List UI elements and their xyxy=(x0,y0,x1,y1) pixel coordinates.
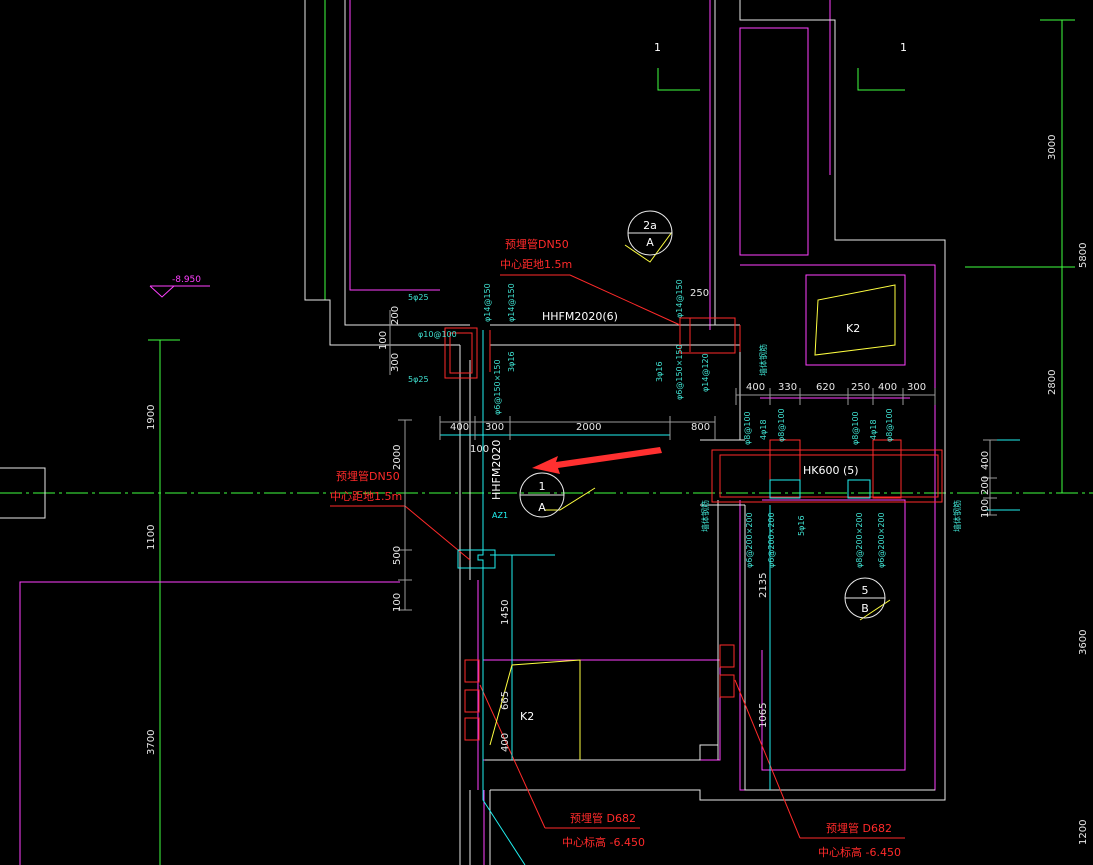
level-mark: -8.950 xyxy=(149,275,210,298)
dim-100b: 100 xyxy=(470,444,489,455)
label-hhfm-vert: HHFM2020 xyxy=(490,440,503,500)
dim-400c: 400 xyxy=(878,382,897,393)
dim-500: 500 xyxy=(392,546,403,565)
rebar-wall-left: 墙体钢筋 xyxy=(700,500,710,532)
dim-1900: 1900 xyxy=(146,405,157,430)
dim-3000: 3000 xyxy=(1047,135,1058,160)
dim-100d: 100 xyxy=(980,499,991,518)
rebar-r16: 4φ18 xyxy=(869,419,878,440)
note-pipe-bot-left-2: 中心标高 -6.450 xyxy=(562,835,645,849)
note-pipe-top-2: 中心距地1.5m xyxy=(500,258,572,271)
dim-330: 330 xyxy=(778,382,797,393)
note-pipe-bot-right-2: 中心标高 -6.450 xyxy=(818,845,901,859)
rebar-r21: φ8@200×200 xyxy=(855,512,864,568)
dim-100a: 100 xyxy=(378,331,389,350)
rebar-wall-right: 墙体钢筋 xyxy=(952,500,962,532)
rebar-r14: φ8@100 xyxy=(777,408,786,442)
dim-3700: 3700 xyxy=(146,730,157,755)
callout-top-num: 2a xyxy=(643,219,657,232)
callout-middle-num: 1 xyxy=(539,480,546,493)
dim-300b: 300 xyxy=(485,422,504,433)
dim-100c: 100 xyxy=(392,593,403,612)
rebar-r1: 5φ25 xyxy=(408,293,429,302)
callout-right-num: 5 xyxy=(862,584,869,597)
structural-walls xyxy=(0,0,946,865)
detail-callout-middle: 1 A xyxy=(519,472,565,518)
rebar-r7: φ6@150×150 xyxy=(493,359,502,415)
room-symbols xyxy=(489,231,896,760)
dim-3600: 3600 xyxy=(1078,630,1089,655)
cyan-details xyxy=(440,330,1020,865)
rebar-r15: φ8@100 xyxy=(851,411,860,445)
rebar-r3: φ10@100 xyxy=(418,330,457,339)
pointer-arrow xyxy=(532,447,662,474)
dim-200b: 200 xyxy=(980,476,991,495)
rebar-r8: φ14@150 xyxy=(675,279,684,318)
dim-2000a: 2000 xyxy=(576,422,601,433)
dim-2135: 2135 xyxy=(758,573,769,598)
dim-250a: 250 xyxy=(690,288,709,299)
rebar-r18: φ6@200×200 xyxy=(745,512,754,568)
rebar-wall-mid: 墙体钢筋 xyxy=(758,344,768,376)
dim-5800: 5800 xyxy=(1078,243,1089,268)
dim-2800: 2800 xyxy=(1047,370,1058,395)
detail-callout-right: 5 B xyxy=(844,577,886,619)
dim-400d: 400 xyxy=(500,733,511,752)
callout-middle-letter: A xyxy=(538,501,546,514)
dim-400b: 400 xyxy=(746,382,765,393)
dim-400a: 400 xyxy=(450,422,469,433)
room-label-k2-left: K2 xyxy=(520,710,534,723)
rebar-r6: 3φ16 xyxy=(507,351,516,372)
detail-callout-top: 2a A xyxy=(627,210,673,256)
dim-1200: 1200 xyxy=(1078,820,1089,845)
rebar-annotations: 5φ25 5φ25 φ10@100 φ14@150 φ14@150 3φ16 φ… xyxy=(408,279,962,568)
dimension-texts: 200 300 100 400 300 2000 800 100 250 400… xyxy=(146,135,1089,845)
dim-2000v: 2000 xyxy=(392,445,403,470)
rebar-r9: 3φ16 xyxy=(655,361,664,382)
note-pipe-bot-left-1: 预埋管 D682 xyxy=(570,811,636,825)
dim-300a: 300 xyxy=(390,353,401,372)
rebar-r17: φ8@100 xyxy=(885,408,894,442)
note-pipe-bot-right-1: 预埋管 D682 xyxy=(826,821,892,835)
section-mark-right: 1 xyxy=(900,41,907,54)
rebar-r2: 5φ25 xyxy=(408,375,429,384)
section-mark-left: 1 xyxy=(654,41,661,54)
dim-300c: 300 xyxy=(907,382,926,393)
rebar-r13: 4φ18 xyxy=(759,419,768,440)
dim-1100: 1100 xyxy=(146,525,157,550)
red-details xyxy=(444,317,943,741)
rebar-r20: 5φ16 xyxy=(797,515,806,536)
rebar-r10: φ6@150×150 xyxy=(675,344,684,400)
note-pipe-mid-2: 中心距地1.5m xyxy=(330,490,402,503)
dim-665: 665 xyxy=(500,691,511,710)
label-hhfm-top: HHFM2020(6) xyxy=(542,310,618,323)
dim-620: 620 xyxy=(816,382,835,393)
rebar-r11: φ14@120 xyxy=(701,353,710,392)
dim-250b: 250 xyxy=(851,382,870,393)
label-az1: AZ1 xyxy=(492,511,508,520)
room-label-k2-right: K2 xyxy=(846,322,860,335)
dim-400e: 400 xyxy=(980,451,991,470)
leader-lines xyxy=(330,274,905,839)
callout-right-letter: B xyxy=(861,602,869,615)
rebar-r19: φ6@200×200 xyxy=(767,512,776,568)
dim-200a: 200 xyxy=(390,306,401,325)
label-hk600: HK600 (5) xyxy=(803,464,859,477)
note-pipe-mid-1: 预埋管DN50 xyxy=(336,469,400,483)
dim-1065: 1065 xyxy=(758,703,769,728)
rebar-r22: φ6@200×200 xyxy=(877,512,886,568)
note-pipe-top-1: 预埋管DN50 xyxy=(505,237,569,251)
dimension-lines xyxy=(389,310,997,611)
rebar-r5: φ14@150 xyxy=(507,283,516,322)
dim-1450: 1450 xyxy=(500,600,511,625)
rebar-r12: φ8@100 xyxy=(743,411,752,445)
level-value: -8.950 xyxy=(172,275,201,285)
callout-top-letter: A xyxy=(646,236,654,249)
rebar-r4: φ14@150 xyxy=(483,283,492,322)
dim-800: 800 xyxy=(691,422,710,433)
